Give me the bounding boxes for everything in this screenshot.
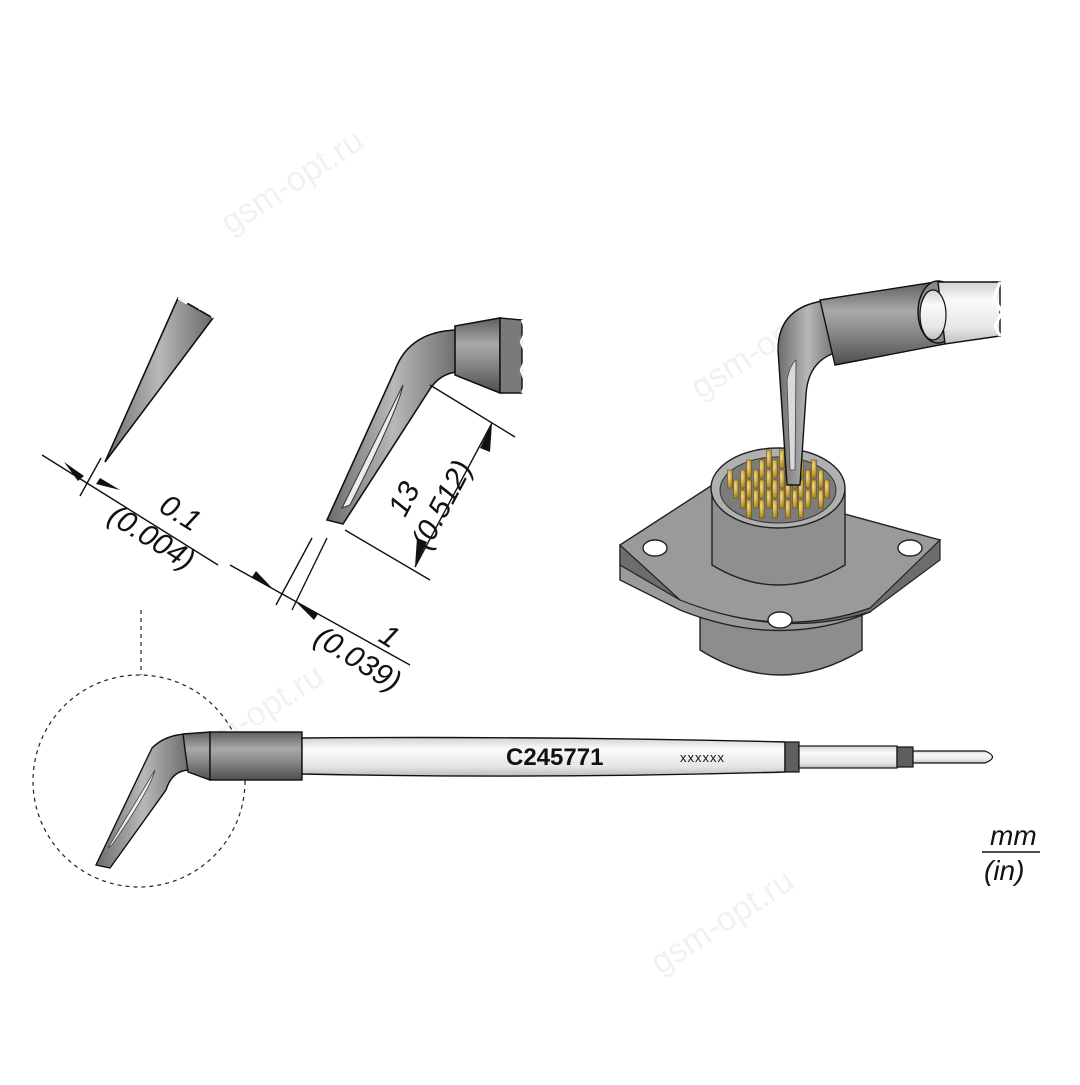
dimension-tip-width: 1 (0.039) bbox=[229, 537, 411, 699]
tip-front-view bbox=[325, 317, 529, 525]
connector-pin bbox=[759, 499, 765, 519]
connector-pin bbox=[753, 489, 759, 509]
unit-metric-label: mm bbox=[990, 820, 1037, 851]
serial-placeholder-label: xxxxxx bbox=[680, 750, 725, 765]
connector-pin bbox=[818, 489, 824, 509]
connector-pin bbox=[805, 469, 811, 489]
connector-pin bbox=[811, 479, 817, 499]
connector-illustration bbox=[619, 280, 1004, 676]
connector-pin bbox=[811, 459, 817, 479]
connector-pin bbox=[772, 499, 778, 519]
part-number-label: C245771 bbox=[506, 744, 603, 771]
connector-pin bbox=[759, 479, 765, 499]
dimension-tip-thickness: 0.1 (0.004) bbox=[41, 454, 219, 577]
connector-pin bbox=[785, 499, 791, 519]
connector-pin bbox=[733, 479, 739, 499]
connector-pin bbox=[779, 469, 785, 489]
connector-pin bbox=[766, 489, 772, 509]
connector-pin bbox=[740, 469, 746, 489]
tip-side-view bbox=[104, 296, 215, 463]
connector-pin bbox=[779, 489, 785, 509]
connector-pin bbox=[753, 469, 759, 489]
watermark-text: gsm-opt.ru bbox=[214, 121, 371, 241]
unit-imperial-label: (in) bbox=[984, 855, 1024, 886]
connector-pin bbox=[779, 449, 785, 469]
connector-pin bbox=[766, 469, 772, 489]
connector-pin bbox=[746, 459, 752, 479]
connector-pin bbox=[727, 469, 733, 489]
connector-pin bbox=[740, 489, 746, 509]
connector-pin bbox=[766, 449, 772, 469]
connector-pin bbox=[824, 479, 830, 499]
dimension-label-mm: 1 bbox=[373, 618, 405, 655]
connector-pin bbox=[772, 459, 778, 479]
connector-pin bbox=[746, 499, 752, 519]
units-legend: mm (in) bbox=[982, 820, 1040, 886]
connector-pin bbox=[772, 479, 778, 499]
tip-full-view: C245771 xxxxxx bbox=[32, 610, 994, 888]
connector-pin bbox=[759, 459, 765, 479]
connector-pin bbox=[805, 489, 811, 509]
connector-pin bbox=[798, 499, 804, 519]
watermark-text: gsm-opt.ru bbox=[644, 861, 801, 981]
connector-pin bbox=[792, 489, 798, 509]
connector-pin bbox=[818, 469, 824, 489]
connector-pin bbox=[746, 479, 752, 499]
